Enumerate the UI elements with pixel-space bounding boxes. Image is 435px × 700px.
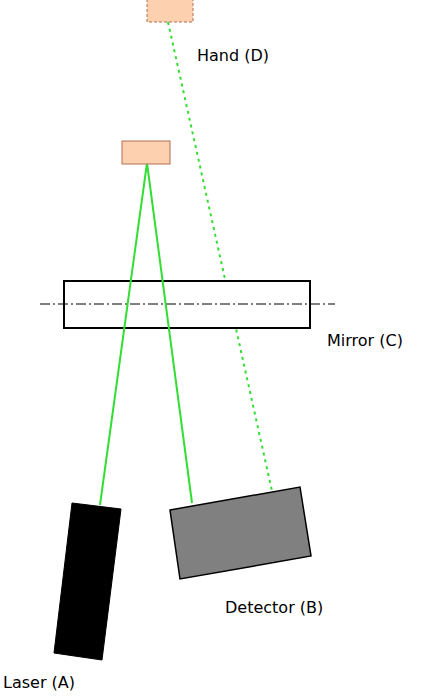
detector <box>170 487 311 579</box>
mirror-axis <box>40 304 335 305</box>
part-label: Mirror (C) <box>327 331 403 350</box>
laser <box>54 503 121 660</box>
part-label: Laser (A) <box>3 673 75 692</box>
virtual-hand <box>147 0 193 22</box>
reflected-beam <box>147 163 192 503</box>
part-label: Detector (B) <box>225 598 323 617</box>
hand <box>122 141 170 164</box>
part-label: Hand (D) <box>197 46 269 65</box>
virtual-ray <box>168 22 272 491</box>
laser-beam <box>100 163 147 505</box>
